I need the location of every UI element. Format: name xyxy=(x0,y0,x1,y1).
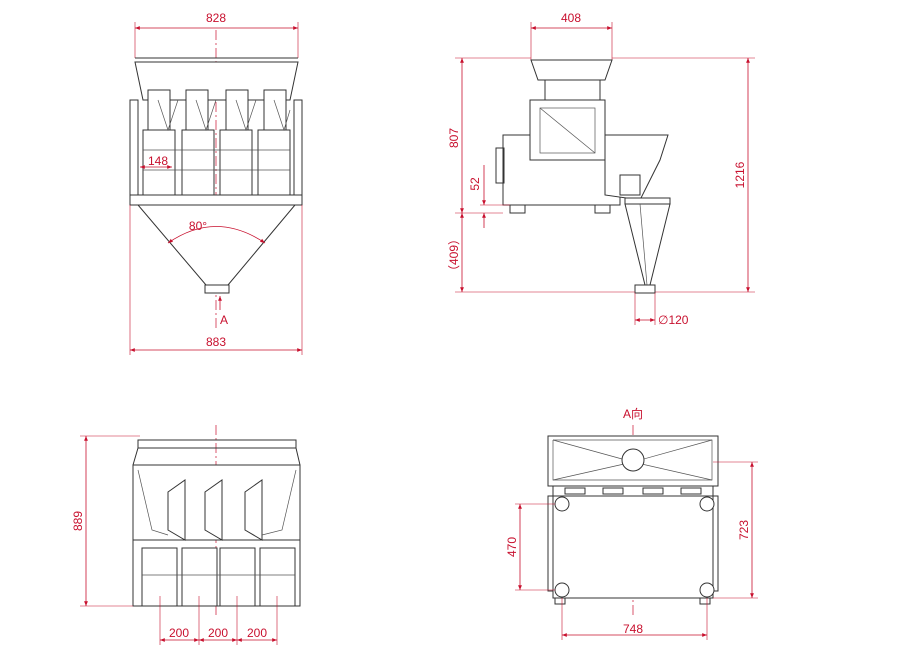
view-a: A向 470 723 748 xyxy=(505,406,758,640)
top-spacing-3-label: 200 xyxy=(247,626,267,640)
top-spacing-2-label: 200 xyxy=(208,626,228,640)
side-foot-height-label: 52 xyxy=(468,177,482,191)
front-arrow-label: A xyxy=(220,313,228,327)
front-view: 828 148 80° A 883 xyxy=(129,11,303,355)
front-top-width-label: 828 xyxy=(206,11,226,25)
side-lower-height-label: （409） xyxy=(447,233,461,277)
front-chute-width-label: 148 xyxy=(148,154,168,168)
view-a-width-label: 748 xyxy=(623,622,643,636)
view-a-label: A向 xyxy=(623,406,643,421)
top-view: 889 200 200 200 xyxy=(71,425,301,645)
side-total-height-label: 1216 xyxy=(733,161,747,188)
side-outlet-diameter-label: ∅120 xyxy=(658,313,689,327)
top-depth-label: 889 xyxy=(71,511,85,531)
side-top-width-label: 408 xyxy=(561,11,581,25)
front-angle-label: 80° xyxy=(189,219,207,233)
side-view: 408 807 52 （409） 1216 ∅120 xyxy=(447,11,755,327)
front-total-width-label: 883 xyxy=(206,335,226,349)
top-spacing-1-label: 200 xyxy=(169,626,189,640)
side-upper-height-label: 807 xyxy=(447,128,461,148)
view-a-wheel-height-label: 470 xyxy=(505,537,519,557)
view-a-height-label: 723 xyxy=(737,520,751,540)
